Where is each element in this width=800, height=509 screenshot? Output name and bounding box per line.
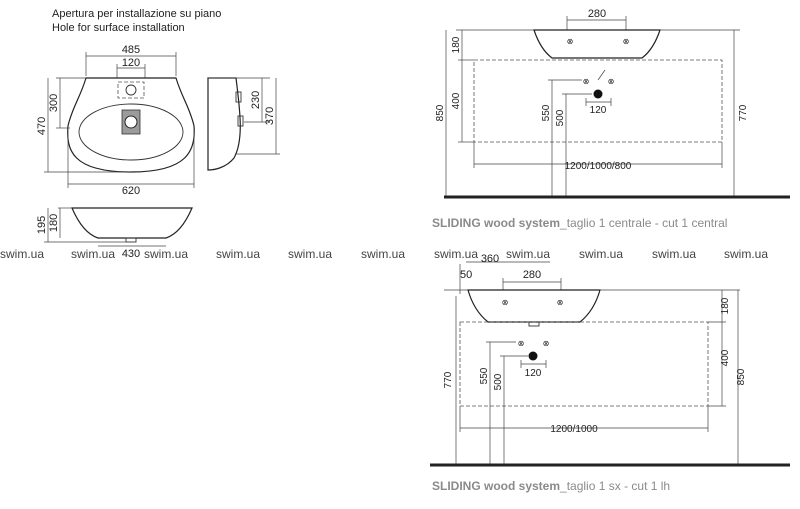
- svg-text:⊗: ⊗: [623, 37, 630, 46]
- header-line-1: Apertura per installazione su piano: [52, 8, 221, 20]
- watermark: swim.ua: [506, 247, 550, 261]
- svg-text:⊗: ⊗: [567, 37, 574, 46]
- dim-620: 620: [122, 185, 140, 197]
- watermark: swim.ua: [652, 247, 696, 261]
- l-dim-770: 770: [443, 371, 454, 388]
- c-caption-rest: _taglio 1 centrale - cut 1 central: [559, 216, 727, 230]
- left-installation: 360 50 280 ⊗ ⊗ 180 400 850 770 ⊗ ⊗: [430, 253, 790, 493]
- dim-230: 230: [250, 91, 262, 109]
- dim-195: 195: [36, 216, 48, 234]
- svg-text:⊗: ⊗: [557, 298, 564, 307]
- side-view: 230 370: [207, 77, 280, 171]
- c-caption-bold: SLIDING wood system: [432, 216, 560, 230]
- l-cabinet: [459, 321, 709, 407]
- l-dim-850: 850: [736, 368, 747, 385]
- dim-300: 300: [48, 94, 60, 112]
- tap-hole: [125, 84, 137, 96]
- header-line-2: Hole for surface installation: [52, 22, 185, 34]
- l-dim-360: 360: [481, 253, 499, 265]
- watermark: swim.ua: [0, 247, 44, 261]
- svg-text:⊗: ⊗: [608, 77, 615, 86]
- c-dim-180: 180: [451, 36, 462, 53]
- c-dim-widths: 1200/1000/800: [565, 161, 632, 172]
- top-view: 485 120 300 470 620: [36, 44, 195, 197]
- c-drain-point: [593, 89, 603, 99]
- watermark: swim.ua: [361, 247, 405, 261]
- watermark-row: swim.ua swim.ua swim.ua swim.ua swim.ua …: [0, 247, 768, 261]
- l-drain-point: [528, 351, 538, 361]
- l-dim-180: 180: [720, 297, 731, 314]
- l-dim-500: 500: [493, 373, 504, 390]
- l-dim-550: 550: [479, 367, 490, 384]
- watermark: swim.ua: [71, 247, 115, 261]
- watermark: swim.ua: [216, 247, 260, 261]
- watermark: swim.ua: [288, 247, 332, 261]
- watermark: swim.ua: [724, 247, 768, 261]
- l-dim-280: 280: [523, 269, 541, 281]
- c-dim-500: 500: [555, 109, 566, 126]
- c-dim-280: 280: [588, 8, 606, 20]
- dim-120-top: 120: [122, 57, 140, 69]
- watermark: swim.ua: [434, 247, 478, 261]
- l-dim-50: 50: [460, 269, 472, 281]
- l-basin: [467, 289, 601, 323]
- c-dim-770: 770: [738, 104, 749, 121]
- l-caption-bold: SLIDING wood system: [432, 479, 560, 493]
- dim-470: 470: [36, 117, 48, 135]
- svg-text:⊗: ⊗: [543, 339, 550, 348]
- central-installation: 280 ⊗ ⊗ 180 400 850 ⊗ ⊗ 550 500 120: [432, 8, 790, 230]
- side-profile: [207, 77, 241, 171]
- dim-485: 485: [122, 44, 140, 56]
- dim-180-front: 180: [48, 214, 60, 232]
- l-caption-rest: _taglio 1 sx - cut 1 lh: [559, 479, 670, 493]
- front-view: 195 180 430: [36, 207, 193, 260]
- dim-430: 430: [122, 248, 140, 260]
- l-caption: SLIDING wood system_taglio 1 sx - cut 1 …: [432, 479, 670, 493]
- c-caption: SLIDING wood system_taglio 1 centrale - …: [432, 216, 727, 230]
- c-basin: [533, 29, 661, 59]
- svg-text:⊗: ⊗: [583, 77, 590, 86]
- svg-text:⊗: ⊗: [502, 298, 509, 307]
- watermark: swim.ua: [144, 247, 188, 261]
- c-dim-120: 120: [590, 105, 607, 116]
- l-dim-widths: 1200/1000: [550, 424, 598, 435]
- c-dim-850: 850: [435, 104, 446, 121]
- c-dim-400: 400: [451, 92, 462, 109]
- basin-bowl-outline: [78, 103, 184, 161]
- svg-text:⊗: ⊗: [518, 339, 525, 348]
- dim-370: 370: [264, 107, 276, 125]
- c-cabinet: [473, 59, 723, 143]
- front-profile: [71, 207, 193, 239]
- watermark: swim.ua: [579, 247, 623, 261]
- c-dim-550: 550: [541, 104, 552, 121]
- l-dim-120: 120: [525, 368, 542, 379]
- l-dim-400: 400: [720, 349, 731, 366]
